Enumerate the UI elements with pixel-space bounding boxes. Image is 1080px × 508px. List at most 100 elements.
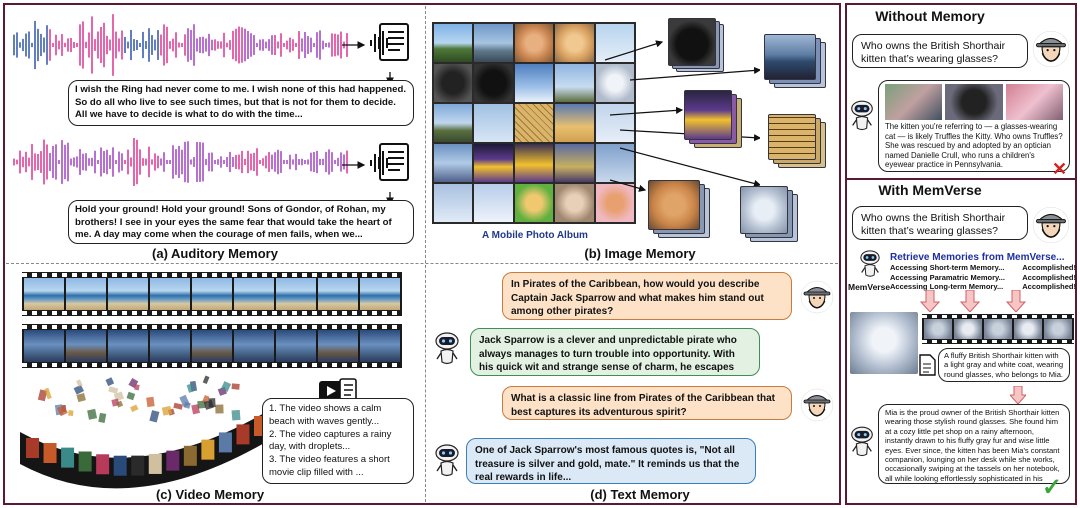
scattered-poster: [197, 400, 206, 409]
robot-icon: [851, 100, 873, 131]
reel-poster: [201, 439, 215, 460]
video-item-3: 3. The video features a short movie clip…: [269, 454, 390, 478]
comparison-panel-frame: [845, 3, 1077, 505]
auditory-transcript-1: I wish the Ring had never come to me. I …: [68, 80, 414, 126]
scattered-poster: [203, 399, 214, 410]
step-label: Accessing Short-term Memory...: [890, 263, 1005, 272]
album-photo: [434, 64, 473, 102]
scattered-poster: [161, 405, 173, 416]
text-answer-2: One of Jack Sparrow's most famous quotes…: [466, 438, 756, 484]
step-status: Accomplished!: [1022, 263, 1076, 272]
film-frame: [954, 319, 982, 339]
text-answer-1: Jack Sparrow is a clever and unpredictab…: [470, 328, 760, 376]
album-photo: [595, 104, 634, 142]
wrong-mark-icon: ✕: [1052, 159, 1068, 179]
reel-poster: [148, 453, 162, 474]
scattered-poster: [44, 387, 52, 400]
retrieve-steps: Accessing Short-term Memory... Accomplis…: [890, 263, 1076, 292]
scattered-poster: [68, 410, 74, 416]
film-frame: [360, 330, 400, 362]
scattered-poster: [76, 392, 86, 403]
stack-orange-cat: [648, 180, 712, 240]
stack-go-board: [768, 114, 828, 170]
album-photo: [474, 144, 513, 182]
retrieval-arrows: [920, 290, 1027, 312]
auditory-caption: (a) Auditory Memory: [152, 246, 278, 261]
with-answer: Mia is the proud owner of the British Sh…: [878, 404, 1070, 484]
scattered-poster: [116, 400, 124, 408]
album-photo: [474, 104, 513, 142]
scattered-poster: [202, 394, 210, 404]
waveform-2: [13, 138, 348, 186]
scattered-poster: [108, 386, 119, 394]
film-strip-beach: [22, 272, 402, 316]
scattered-poster: [146, 396, 155, 408]
album-photo: [555, 184, 594, 222]
film-frame: [1044, 319, 1072, 339]
memverse-doc-text: A fluffy British Shorthair kitten with a…: [938, 348, 1070, 382]
scattered-poster: [202, 375, 210, 385]
retrieve-step: Accessing Paramatric Memory... Accomplis…: [890, 273, 1076, 283]
film-frame: [66, 278, 106, 310]
image-caption: (b) Image Memory: [584, 246, 696, 261]
user-avatar-icon: [1032, 30, 1070, 68]
reel-poster: [131, 455, 145, 476]
without-photos: [885, 84, 1063, 120]
answer-arrow: [1010, 386, 1026, 404]
scattered-poster: [76, 379, 83, 387]
album-photo: [595, 24, 634, 62]
album-photo: [555, 104, 594, 142]
scattered-poster: [113, 391, 125, 402]
stack-coast: [764, 34, 828, 90]
text-question-1: In Pirates of the Caribbean, how would y…: [502, 272, 792, 320]
stack-black-cat: [668, 18, 724, 74]
scattered-poster: [173, 402, 183, 410]
video-summary-list: 1. The video shows a calm beach with wav…: [262, 398, 414, 484]
album-photo: [595, 64, 634, 102]
panel-divider-horizontal: [6, 263, 838, 264]
film-frame: [108, 330, 148, 362]
text-question-2: What is a classic line from Pirates of t…: [502, 386, 792, 420]
main-panel-frame: [3, 3, 841, 505]
reel-poster: [113, 455, 127, 476]
user-avatar-icon: [800, 388, 834, 422]
waveform-1: [13, 14, 348, 76]
video-item-2: 2. The video captures a rainy day, with …: [269, 428, 392, 453]
retrieve-step: Accessing Short-term Memory... Accomplis…: [890, 263, 1076, 273]
album-photo: [514, 184, 554, 222]
photo-cat-2: [945, 84, 1003, 120]
scattered-poster: [231, 409, 241, 421]
film-frame: [66, 330, 106, 362]
film-frame: [234, 278, 274, 310]
album-photo: [434, 104, 473, 142]
reel-poster: [218, 432, 232, 453]
reel-poster: [61, 447, 75, 468]
film-frame: [192, 330, 232, 362]
album-photo: [514, 64, 554, 102]
panel-divider-vertical: [425, 6, 426, 502]
text-caption: (d) Text Memory: [590, 487, 690, 502]
memverse-film-strip: [922, 314, 1074, 344]
scattered-poster: [231, 383, 240, 390]
film-strip-rain: [22, 324, 402, 368]
reel-poster: [166, 450, 180, 471]
film-frame: [318, 278, 358, 310]
without-answer: The kitten you're referring to — a glass…: [878, 80, 1070, 172]
scattered-poster: [57, 404, 68, 417]
video-caption: (c) Video Memory: [155, 487, 265, 502]
scattered-poster: [98, 412, 107, 423]
correct-mark-icon: ✓: [1042, 474, 1063, 501]
album-photo: [514, 144, 554, 182]
album-photo: [514, 104, 554, 142]
album-photo: [514, 24, 554, 62]
user-avatar-icon: [1032, 206, 1070, 244]
stack-basketball: [684, 90, 744, 150]
scattered-poster: [73, 384, 84, 395]
film-frame: [276, 278, 316, 310]
reel-poster: [78, 451, 92, 472]
audio-transcribe-icon: [370, 23, 409, 61]
scattered-poster: [183, 401, 191, 409]
without-memory-title: Without Memory: [875, 8, 985, 24]
album-photo: [474, 64, 513, 102]
memverse-cat-photo: [850, 312, 918, 374]
